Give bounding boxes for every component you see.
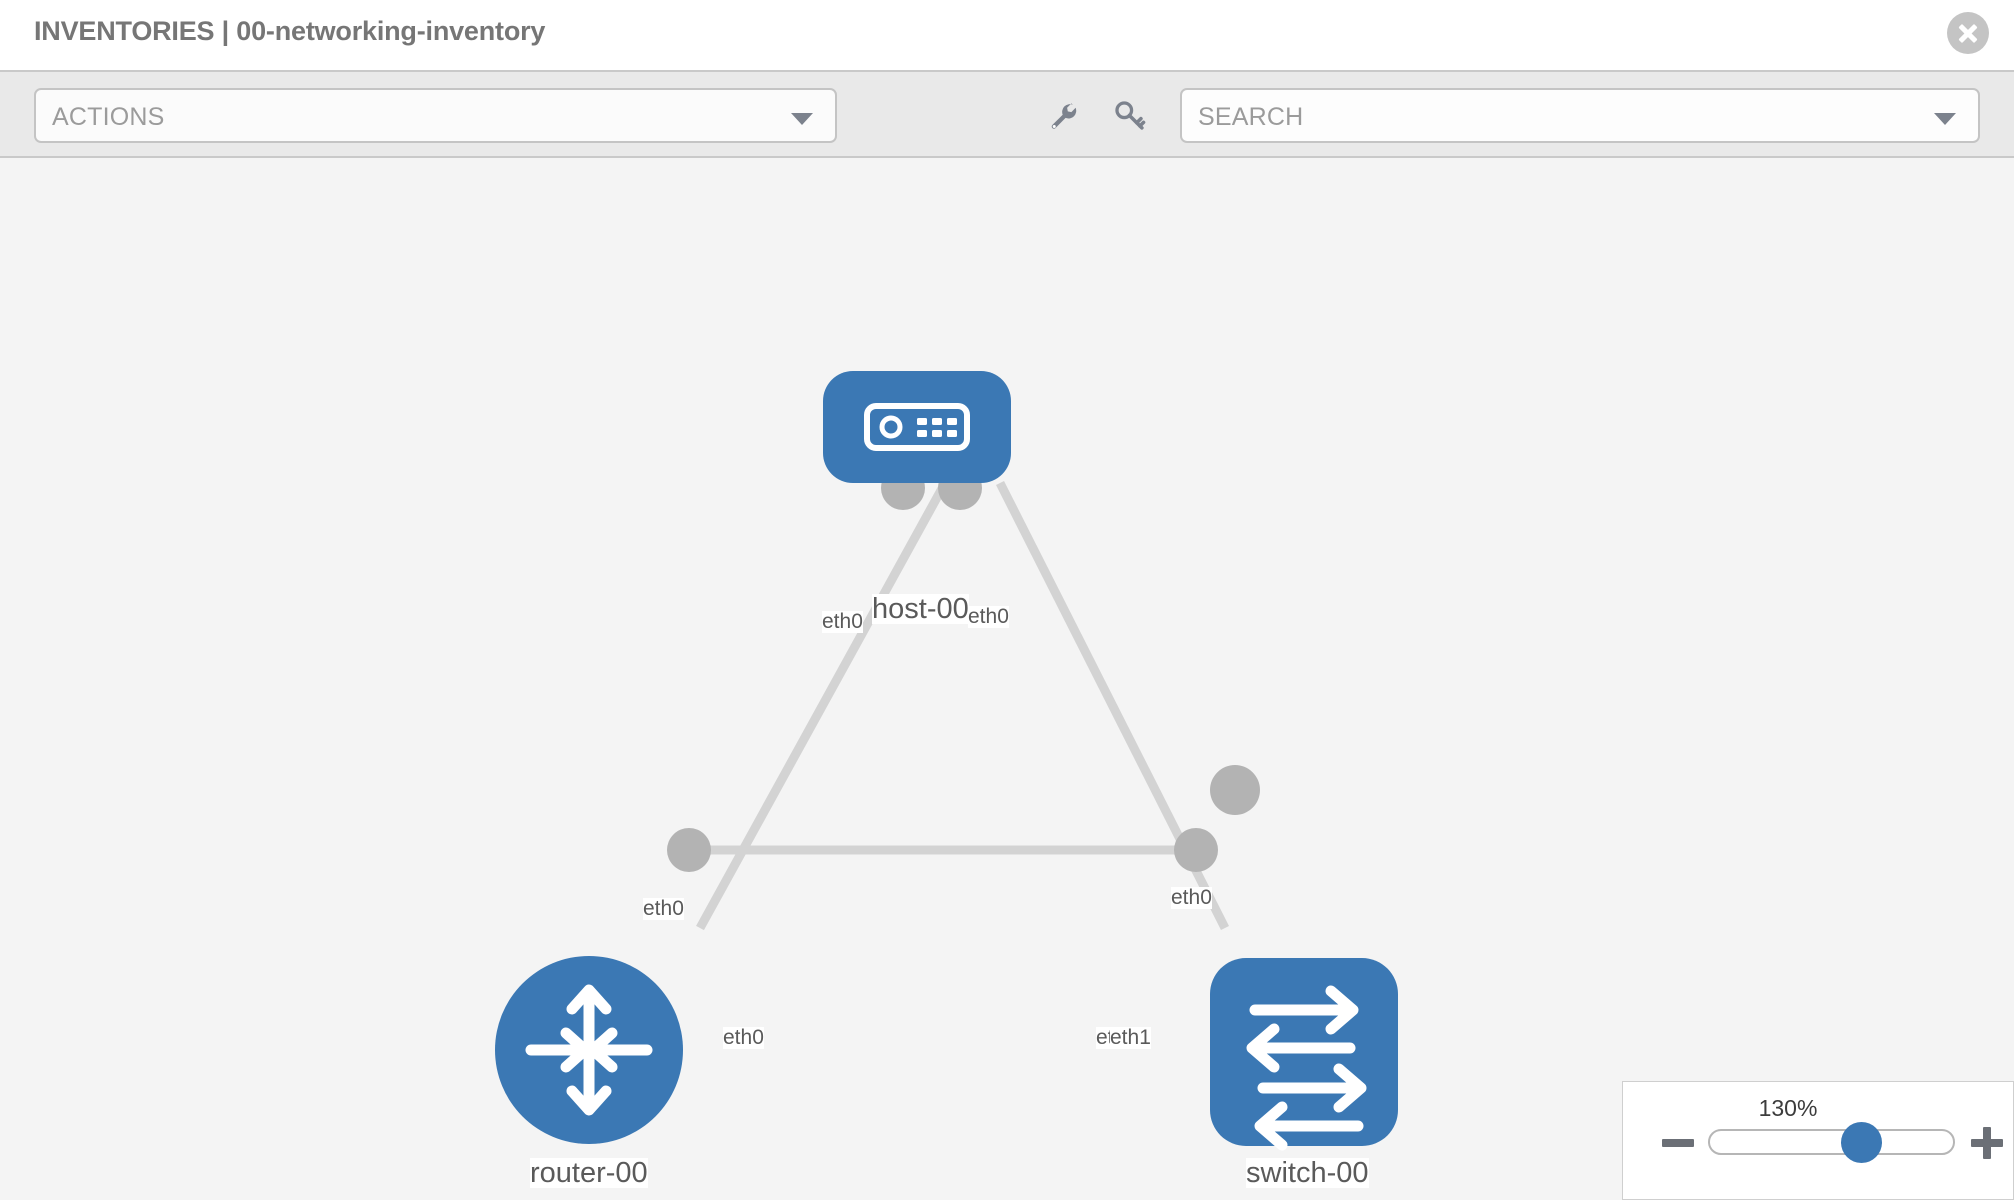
page-title: INVENTORIES | 00-networking-inventory (34, 16, 546, 46)
search-input[interactable]: SEARCH (1180, 88, 1980, 143)
toolbar: ACTIONS SEARCH (0, 70, 2014, 158)
node-router-00[interactable] (495, 956, 683, 1144)
connector-knobs (667, 466, 1260, 872)
knob-switch-eth0 (1174, 828, 1218, 872)
actions-dropdown-label: ACTIONS (52, 103, 165, 131)
actions-dropdown[interactable]: ACTIONS (34, 88, 837, 143)
chevron-down-icon[interactable] (1934, 113, 1956, 125)
zoom-slider-track[interactable] (1708, 1122, 1955, 1163)
page-header: INVENTORIES | 00-networking-inventory (0, 0, 2014, 70)
zoom-level-value: 130% (1758, 1095, 1818, 1121)
topology-graph (495, 371, 1398, 1151)
zoom-out-button[interactable] (1659, 1124, 1697, 1162)
close-icon[interactable] (1947, 12, 1989, 54)
zoom-in-button[interactable] (1968, 1124, 2006, 1162)
key-icon[interactable] (1102, 88, 1157, 143)
node-label-switch-00: switch-00 (1246, 1157, 1369, 1189)
zoom-slider-handle[interactable] (1840, 1122, 1882, 1163)
interface-label-switch-eth1-router: eth1 (1110, 1026, 1151, 1050)
chevron-down-icon (791, 113, 813, 125)
wrench-icon[interactable] (1035, 88, 1090, 143)
knob-switch-eth1 (1210, 765, 1260, 815)
node-label-host-00: host-00 (872, 593, 969, 625)
topology-canvas[interactable]: host-00 router-00 switch-00 eth0 eth0 et… (0, 158, 2014, 1200)
node-label-router-00: router-00 (530, 1157, 648, 1189)
interface-label-router-eth0-switch: eth0 (723, 1026, 764, 1050)
node-host-00[interactable] (823, 371, 1011, 483)
knob-router-eth0 (667, 828, 711, 872)
zoom-control-panel: 130% (1622, 1081, 2014, 1200)
interface-label-router-eth0-host: eth0 (643, 897, 684, 921)
link-host-router (696, 480, 949, 931)
search-placeholder: SEARCH (1198, 103, 1304, 131)
interface-label-host-eth0-left: eth0 (822, 610, 863, 634)
interface-label-switch-eth0-host: eth0 (1171, 886, 1212, 910)
node-switch-00[interactable] (1210, 958, 1398, 1151)
interface-label-host-eth0-right: eth0 (968, 605, 1009, 629)
